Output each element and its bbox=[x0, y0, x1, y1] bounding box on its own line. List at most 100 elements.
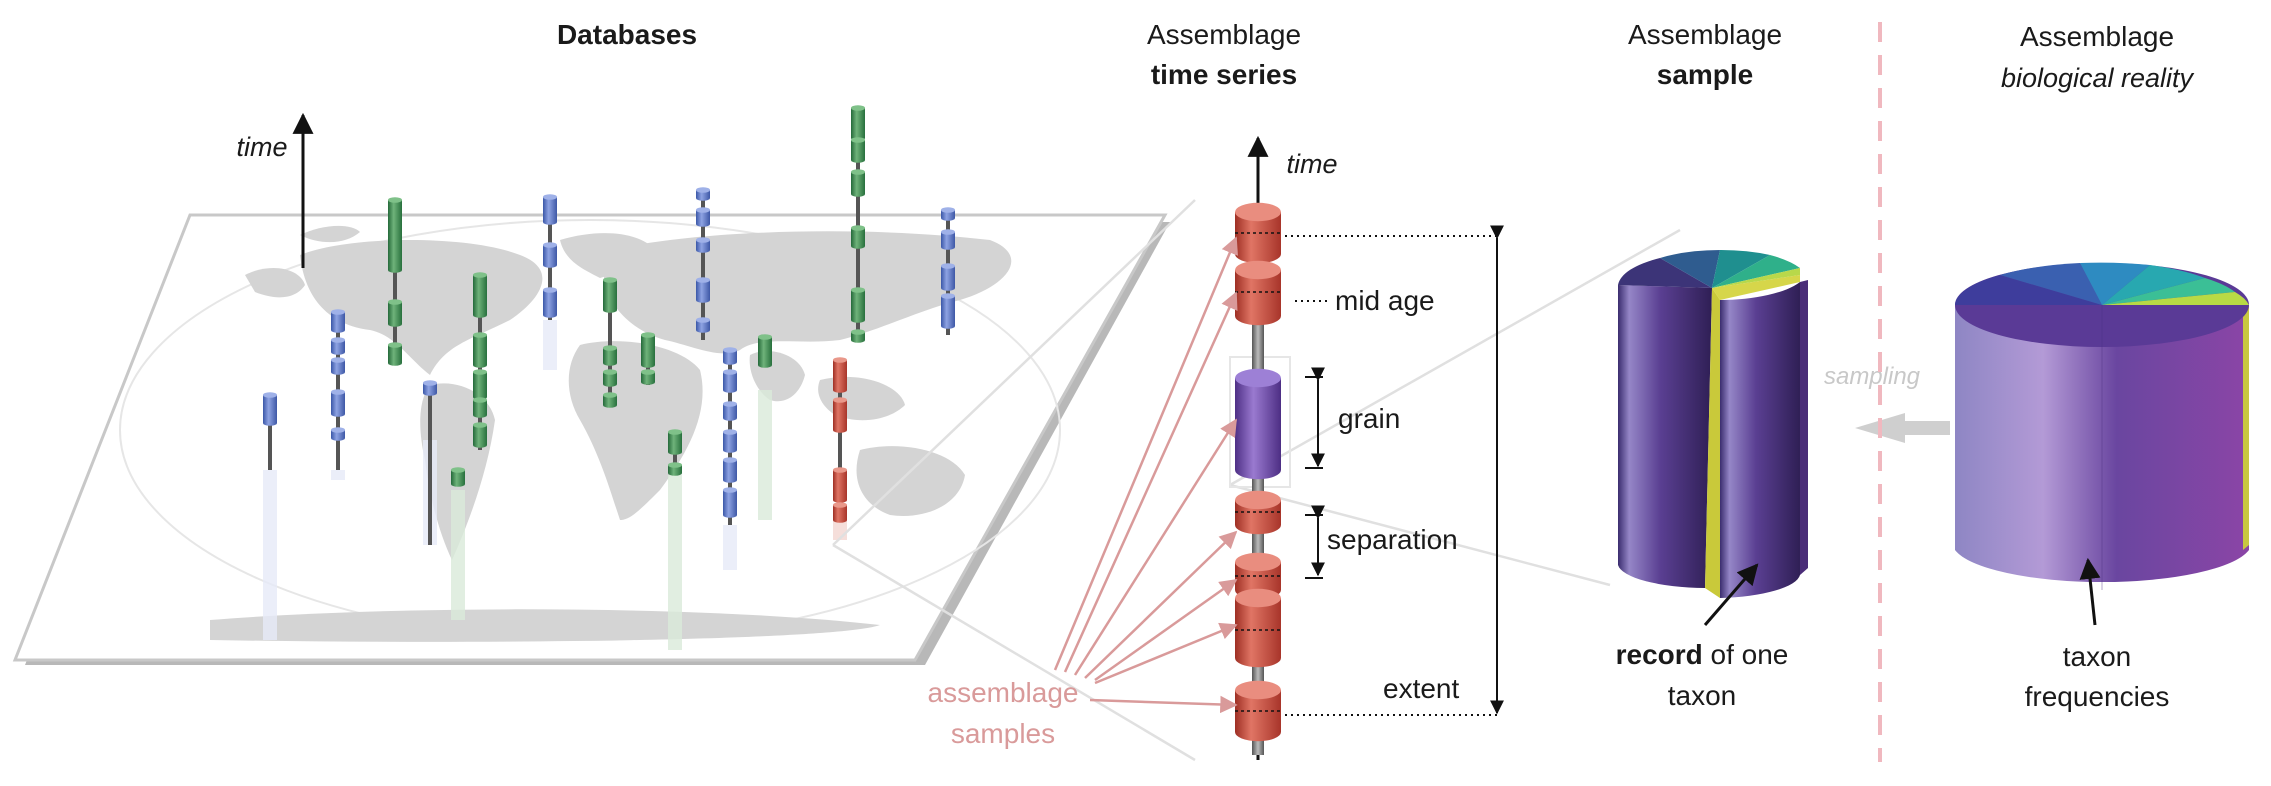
time-series-title-line2: time series bbox=[1151, 59, 1297, 90]
pillar-segment bbox=[696, 237, 710, 253]
database-pillar bbox=[696, 187, 710, 340]
database-pillar bbox=[758, 334, 772, 520]
pillar-segment bbox=[941, 293, 955, 329]
series-grain-cylinder bbox=[1235, 368, 1281, 480]
pillar-segment bbox=[603, 277, 617, 313]
time-series-title-line1: Assemblage bbox=[1147, 19, 1301, 50]
sampling-arrow: sampling bbox=[1824, 363, 1950, 443]
pillar-segment bbox=[603, 345, 617, 366]
reality-panel: Assemblage biological reality taxon freq… bbox=[1955, 21, 2249, 712]
database-pillar bbox=[723, 347, 737, 570]
reality-drum bbox=[1955, 262, 2249, 590]
database-pillar bbox=[473, 272, 487, 450]
pillar-segment bbox=[668, 429, 682, 455]
sample-panel: Assemblage sample record of one taxon bbox=[1616, 19, 1808, 711]
assemblage-samples-label-line2: samples bbox=[951, 718, 1055, 749]
pillar-segment bbox=[833, 357, 847, 393]
database-pillar bbox=[603, 277, 617, 408]
sampling-label: sampling bbox=[1824, 363, 1921, 390]
separation-label: separation bbox=[1327, 524, 1458, 555]
database-pillar bbox=[641, 332, 655, 385]
pillar-segment bbox=[543, 242, 557, 268]
pillar-segment bbox=[696, 277, 710, 303]
pillar-segment bbox=[941, 207, 955, 221]
pillar-segment bbox=[833, 397, 847, 433]
pillar-segment bbox=[263, 392, 277, 426]
pillar-segment bbox=[641, 369, 655, 385]
series-time-label: time bbox=[1286, 149, 1337, 179]
pillar-segment bbox=[696, 187, 710, 201]
pillar-segment bbox=[851, 169, 865, 197]
database-pillar bbox=[543, 194, 557, 370]
database-pillar bbox=[388, 197, 402, 366]
record-label-line2: taxon bbox=[1668, 680, 1737, 711]
sample-drum bbox=[1618, 249, 1808, 598]
series-red-cylinder bbox=[1235, 490, 1281, 535]
pillar-segment bbox=[851, 287, 865, 323]
database-pillar bbox=[851, 105, 865, 343]
pillar-segment bbox=[723, 347, 737, 365]
pillar-segment bbox=[473, 397, 487, 418]
pillar-segment bbox=[668, 462, 682, 476]
pillar-segment bbox=[473, 272, 487, 318]
pillar-segment bbox=[851, 225, 865, 249]
reality-title-line1: Assemblage bbox=[2020, 21, 2174, 52]
taxon-frequency-arrow bbox=[2079, 557, 2101, 626]
pillar-segment bbox=[473, 369, 487, 400]
database-pillar bbox=[263, 392, 277, 640]
database-pillar bbox=[451, 467, 465, 620]
record-label-line1: record of one bbox=[1616, 639, 1789, 670]
databases-title: Databases bbox=[557, 19, 697, 50]
grain-label: grain bbox=[1338, 403, 1400, 434]
pillar-segment bbox=[723, 369, 737, 393]
pillar-segment bbox=[833, 502, 847, 523]
pillar-segment bbox=[388, 342, 402, 366]
pillar-segment bbox=[423, 380, 437, 396]
database-pillar bbox=[668, 429, 682, 650]
series-red-cylinder bbox=[1235, 260, 1281, 326]
pillar-segment bbox=[451, 467, 465, 487]
series-cylinders bbox=[1235, 202, 1281, 755]
reality-title-line2: biological reality bbox=[2001, 63, 2195, 93]
pillar-segment bbox=[543, 287, 557, 318]
database-time-series bbox=[263, 105, 955, 650]
pillar-segment bbox=[758, 334, 772, 368]
pillar-segment bbox=[388, 197, 402, 273]
extent-label: extent bbox=[1383, 673, 1459, 704]
record-bold: record bbox=[1616, 639, 1703, 670]
assemblage-samples-label-line1: assemblage bbox=[928, 677, 1079, 708]
pillar-segment bbox=[388, 299, 402, 327]
pillar-segment bbox=[331, 389, 345, 417]
pillar-segment bbox=[723, 401, 737, 421]
pillar-segment bbox=[941, 263, 955, 291]
pillar-segment bbox=[641, 332, 655, 368]
series-red-cylinder bbox=[1235, 588, 1281, 668]
record-arrow bbox=[1703, 563, 1759, 626]
pillar-segment bbox=[696, 207, 710, 227]
reality-label-line2: frequencies bbox=[2025, 681, 2170, 712]
pillar-segment bbox=[941, 229, 955, 250]
mid-age-label: mid age bbox=[1335, 285, 1435, 316]
database-pillar bbox=[423, 380, 437, 545]
database-pillar bbox=[833, 357, 847, 540]
databases-time-label: time bbox=[236, 132, 287, 162]
databases-panel: Databases time bbox=[12, 19, 1170, 665]
database-pillar bbox=[941, 207, 955, 335]
pillar-segment bbox=[851, 329, 865, 343]
pillar-segment bbox=[696, 317, 710, 333]
record-rest: of one bbox=[1703, 639, 1789, 670]
sample-title-line2: sample bbox=[1657, 59, 1754, 90]
zoom-guides bbox=[832, 199, 1681, 762]
pillar-segment bbox=[723, 429, 737, 453]
pillar-segment bbox=[331, 337, 345, 355]
reality-label-line1: taxon bbox=[2063, 641, 2132, 672]
pillar-segment bbox=[473, 422, 487, 448]
pillar-segment bbox=[331, 357, 345, 375]
pillar-segment bbox=[851, 137, 865, 163]
time-series-panel: Assemblage time series time mid a bbox=[832, 19, 1681, 762]
pillar-segment bbox=[603, 392, 617, 408]
pillar-segment bbox=[851, 105, 865, 141]
pillar-segment bbox=[723, 457, 737, 483]
pillar-segment bbox=[723, 487, 737, 518]
pillar-segment bbox=[331, 309, 345, 333]
